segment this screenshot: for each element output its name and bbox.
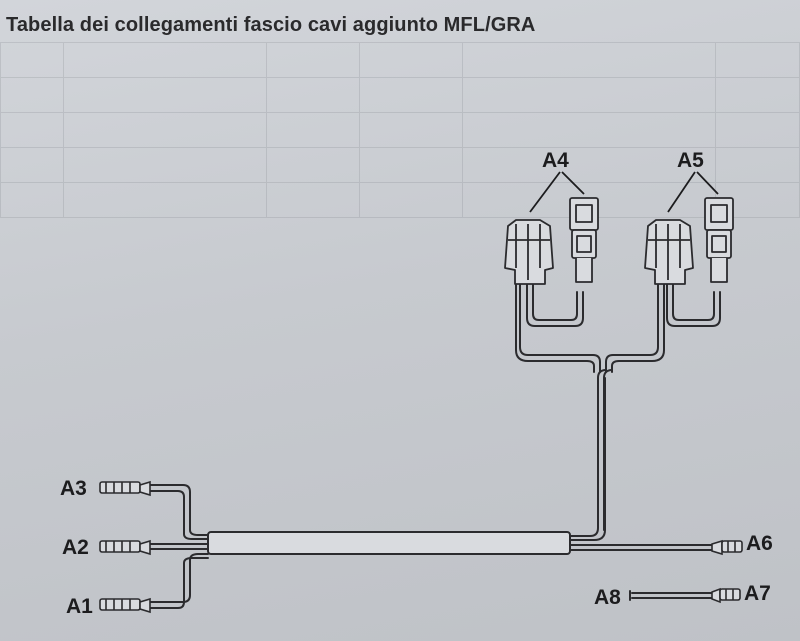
wire-a4-right	[526, 281, 584, 327]
wire-a4-left	[519, 281, 601, 373]
label-a3: A3	[60, 477, 87, 500]
wire-a5-right	[666, 281, 721, 327]
page-title: Tabella dei collegamenti fascio cavi agg…	[6, 14, 536, 36]
terminal-a1	[99, 597, 151, 614]
label-a2: A2	[62, 536, 89, 559]
connector-a4-small	[569, 197, 599, 283]
harness-sleeve	[207, 531, 571, 555]
wire-a5-left	[605, 281, 659, 373]
label-a8: A8	[594, 586, 621, 609]
terminal-a3	[99, 480, 151, 497]
label-a5: A5	[677, 149, 704, 172]
wire-a3-b	[149, 490, 209, 540]
label-a1: A1	[66, 595, 93, 618]
connector-a5-large	[644, 219, 694, 285]
leader-a5	[667, 171, 719, 213]
label-a7: A7	[744, 582, 771, 605]
terminal-a7	[711, 587, 741, 604]
terminal-a6	[711, 539, 743, 556]
connector-a4-large	[504, 219, 554, 285]
label-a4: A4	[542, 149, 569, 172]
wire-a3	[149, 484, 209, 536]
leader-a4	[529, 171, 585, 213]
label-a6: A6	[746, 532, 773, 555]
wire-a1	[149, 553, 209, 603]
connector-a5-small	[704, 197, 734, 283]
terminal-a2	[99, 539, 151, 556]
wire-trunk	[569, 369, 607, 537]
